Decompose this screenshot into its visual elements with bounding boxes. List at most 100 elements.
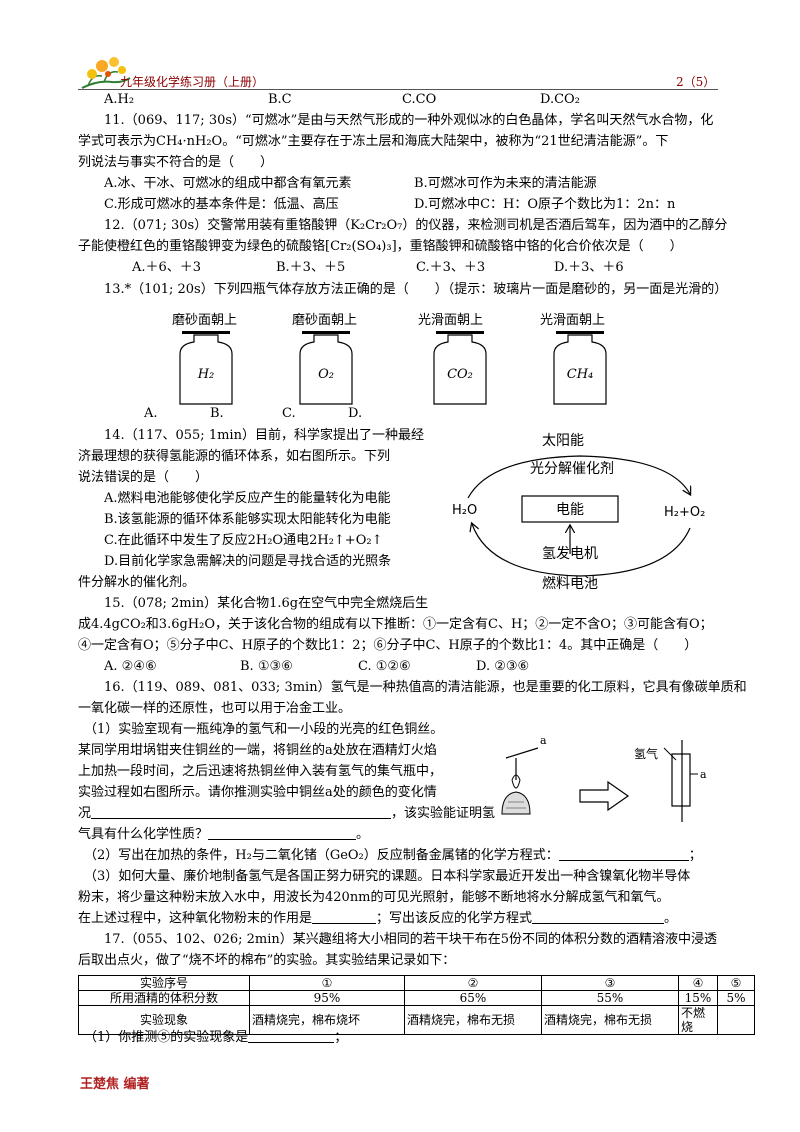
q16-part3-mid: ；写出该反应的化学方程式 [376, 911, 533, 926]
table-cell [717, 1005, 755, 1035]
bottle-a-gas: H₂ [197, 367, 215, 382]
table-row: 所用酒精的体积分数 95% 65% 55% 15% 5% [78, 990, 755, 1006]
q14-option-b: B.该氢能源的循环体系能够实现太阳能转化为电能 [104, 512, 391, 527]
q13-option-a: A. [144, 406, 158, 421]
q16-stem-line2: 一氧化碳一样的还原性，也可以用于冶金工业。 [78, 701, 352, 716]
q17-sub1-suffix: ； [334, 1030, 348, 1045]
q10-option-a: A.H₂ [104, 92, 135, 107]
q15-stem-line3: ④一定含有O；⑤分子中C、H原子的个数比1：2；⑥分子中C、H原子的个数比1：4… [78, 638, 698, 653]
bottle-a-label: 磨砂面朝上 [172, 313, 238, 328]
q13-option-b: B. [210, 406, 224, 421]
q16-part2: （2）写出在加热的条件，H₂与二氧化锗（GeO₂）反应制备金属锗的化学方程式： ； [84, 848, 702, 864]
table-row: 实验现象 酒精烧完，棉布烧坏 酒精烧完，棉布无损 酒精烧完，棉布无损 不燃烧 [78, 1005, 755, 1035]
diagram-catalyst-label: 光分解催化剂 [530, 461, 614, 477]
q16-part3-line3: 在上述过程中，这种氧化物粉末的作用是；写出该反应的化学方程式。 [78, 911, 677, 927]
powder-role-blank[interactable] [312, 911, 377, 924]
q16-part1-line1: （1）实验室现有一瓶纯净的氢气和一小段的光亮的红色铜丝。 [84, 722, 444, 737]
table-cell: 65% [404, 990, 542, 1006]
q17-sub1: （1）你推测⑤的实验现象是； [84, 1030, 347, 1046]
q16-part1-line6: 气具有什么化学性质？ 。 [78, 827, 369, 843]
hydrogen-label: 氢气 [634, 746, 658, 761]
q16-part2-suffix: ； [688, 848, 702, 863]
table-cell: 55% [541, 990, 679, 1006]
gas-bottle-d: CH₄ [553, 331, 607, 405]
bottle-c-label: 光滑面朝上 [418, 313, 484, 328]
table-cell: 5% [717, 990, 755, 1006]
q16-part3-line1: （3）如何大量、廉价地制备氢气是各国正努力研究的课题。日本科学家最近开发出一种含… [84, 869, 691, 884]
q12-option-c: C.＋3、＋3 [416, 260, 486, 275]
q11-stem-line1: 11.（069、117; 30s）“可燃冰”是由与天然气形成的一种外观似冰的白色… [104, 113, 714, 128]
crucible-tongs [505, 747, 539, 759]
flower-logo [81, 57, 131, 89]
table-cell: 不燃烧 [678, 1005, 718, 1035]
water-split-equation-blank[interactable] [532, 911, 665, 924]
experiment-results-table: 实验序号 ① ② ③ ④ ⑤ 所用酒精的体积分数 95% 65% 55% 15%… [78, 975, 755, 1035]
q16-stem-line1: 16.（119、089、081、033; 3min）氢气是一种热值高的清洁能源，… [104, 680, 747, 695]
header-title: 九年级化学练习册（上册） [120, 75, 265, 89]
q16-part1-line5-prefix: 况 [78, 806, 92, 821]
table-cell: 95% [249, 990, 405, 1006]
q16-part1-line5: 况 ，该实验能证明氢 [78, 806, 495, 822]
q12-stem-line1: 12.（071; 30s）交警常用装有重铬酸钾（K₂Cr₂O₇）的仪器，来检测司… [104, 218, 728, 233]
bottle-d-gas: CH₄ [567, 367, 594, 382]
copper-end-label: a [540, 734, 547, 747]
copper-color-answer-blank[interactable] [91, 806, 392, 819]
exp5-phenomenon-blank[interactable] [248, 1030, 335, 1043]
q14-option-c: C.在此循环中发生了反应2H₂O通电2H₂↑+O₂↑ [104, 533, 383, 548]
q14-stem-line1: 14.（117、055; 1min）目前，科学家提出了一种最经 [104, 428, 424, 443]
table-cell: ③ [541, 975, 679, 991]
q12-stem-line2: 子能使橙红色的重铬酸钾变为绿色的硫酸铬[Cr₂(SO₄)₃]，重铬酸钾和硫酸铬中… [78, 239, 683, 254]
header-page-number: 2（5） [676, 75, 716, 89]
q16-part3-line2: 粉末，将少量这种粉末放入水中，用波长为420nm的可见光照射，能够不断地将水分解… [78, 890, 670, 905]
q15-stem-line1: 15.（078; 2min）某化合物1.6g在空气中完全燃烧后生 [104, 596, 429, 611]
germanium-equation-blank[interactable] [558, 848, 689, 861]
q14-option-d-line2: 件分解水的催化剂。 [78, 575, 196, 590]
table-cell: ① [249, 975, 405, 991]
q16-part1-line6-suffix: 。 [356, 827, 370, 842]
flame-icon [511, 774, 521, 789]
hydrogen-cycle-diagram: 太阳能 光分解催化剂 H₂O H₂+O₂ 电能 氢发电机 燃料电池 [452, 433, 705, 592]
q16-part2-text: （2）写出在加热的条件，H₂与二氧化锗（GeO₂）反应制备金属锗的化学方程式： [84, 848, 559, 863]
bottle-d-label: 光滑面朝上 [540, 313, 606, 328]
bottle-c-gas: CO₂ [447, 367, 473, 382]
diagram-energy-box [521, 495, 619, 523]
gas-bottle-b: O₂ [299, 331, 353, 405]
q11-stem-line2: 学式可表示为CH₄·nH₂O。“可燃冰”主要存在于冻土层和海底大陆架中，被称为“… [78, 134, 669, 149]
alcohol-lamp-icon [501, 791, 531, 815]
q16-part1-line5-suffix: ，该实验能证明氢 [391, 806, 496, 821]
q13-option-d: D. [348, 406, 363, 421]
table-cell: ⑤ [717, 975, 755, 991]
table-cell: ② [404, 975, 542, 991]
q16-part1-line3: 上加热一段时间，之后迅速将热铜丝伸入装有氢气的集气瓶中， [78, 764, 443, 779]
table-cell: 酒精烧完，棉布烧坏 [249, 1005, 405, 1035]
q15-stem-line2: 成4.4gCO₂和3.6gH₂O，关于该化合物的组成有以下推断：①一定含有C、H… [78, 617, 713, 632]
table-cell: 所用酒精的体积分数 [78, 990, 250, 1006]
bottle-b-label: 磨砂面朝上 [292, 313, 358, 328]
q12-option-a: A.＋6、＋3 [132, 260, 202, 275]
bottle-b-gas: O₂ [318, 367, 334, 382]
q11-option-a: A.冰、干冰、可燃冰的组成中都含有氧元素 [104, 176, 352, 191]
author-credit: 王楚焦 编著 [80, 1077, 150, 1092]
q13-option-c: C. [282, 406, 296, 421]
q16-part1-line6-prefix: 气具有什么化学性质？ [78, 827, 209, 842]
header-rule [78, 89, 718, 90]
gas-bottle-c: CO₂ [433, 331, 487, 405]
q10-option-b: B.C [268, 92, 292, 107]
diagram-h2o2-label: H₂+O₂ [664, 505, 705, 520]
q11-option-b: B.可燃冰可作为未来的清洁能源 [414, 176, 597, 191]
q15-option-a: A. ②④⑥ [104, 659, 157, 674]
q10-option-d: D.CO₂ [540, 92, 580, 107]
table-cell: 15% [678, 990, 718, 1006]
diagram-sun-label: 太阳能 [542, 433, 584, 449]
q15-option-c: C. ①②⑥ [358, 659, 411, 674]
q12-option-b: B.＋3、＋5 [276, 260, 346, 275]
q17-stem-line2: 后取出点火，做了“烧不坏的棉布”的实验。其实验结果记录如下： [78, 953, 456, 968]
q17-stem-line1: 17.（055、102、026; 2min）某兴趣组将大小相同的若干块干布在5份… [104, 932, 718, 947]
table-cell: 实验序号 [78, 975, 250, 991]
q14-stem-line2: 济最理想的获得氢能源的循环体系，如右图所示。下列 [78, 449, 391, 464]
q13-stem: 13.*（101; 20s）下列四瓶气体存放方法正确的是（ ）（提示：玻璃片一面… [104, 282, 728, 297]
q15-option-b: B. ①③⑥ [240, 659, 293, 674]
h2-property-answer-blank[interactable] [208, 827, 357, 840]
q11-option-c: C.形成可燃冰的基本条件是：低温、高压 [104, 197, 339, 212]
q15-option-d: D. ②③⑥ [476, 659, 530, 674]
